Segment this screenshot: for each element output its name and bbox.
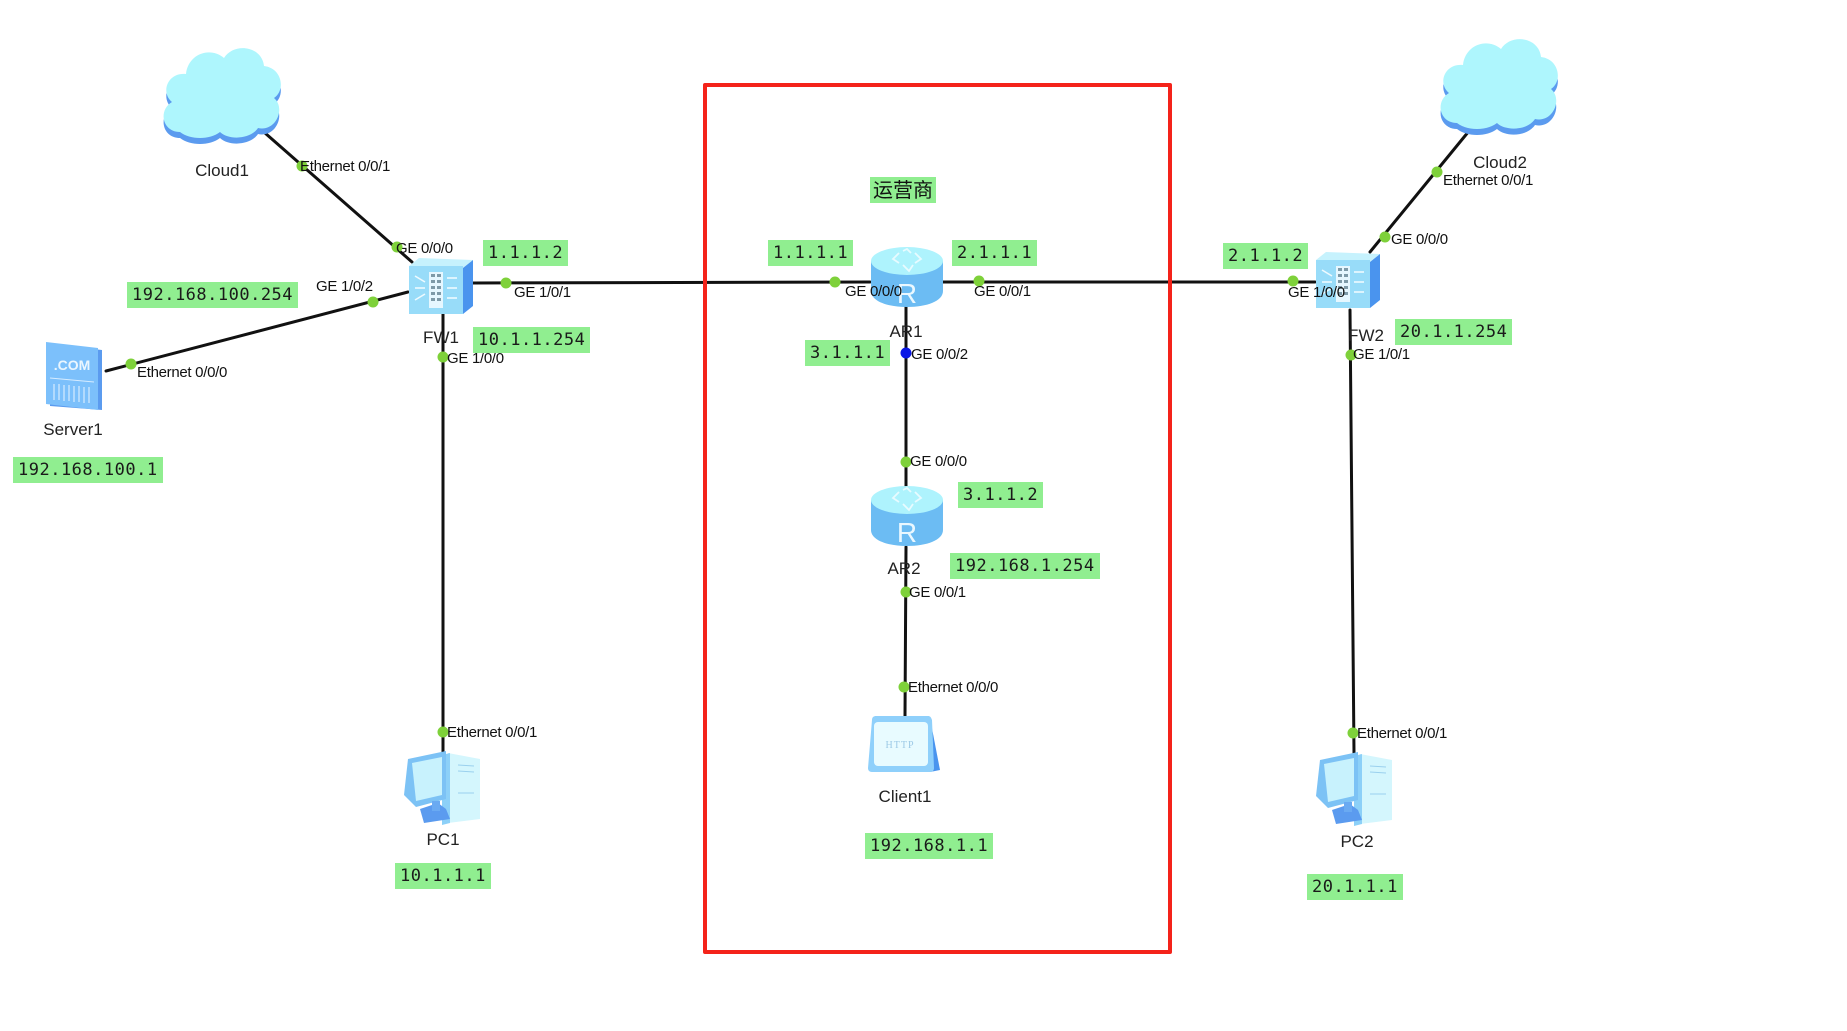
port-status-dot [900,586,912,598]
server1-device[interactable]: .COM [44,340,108,414]
port-label-cloud1-eth001: Ethernet 0/0/1 [300,158,391,175]
router-icon: R [871,247,943,309]
port-label-server1-eth000: Ethernet 0/0/0 [137,364,228,381]
port-status-dot [829,276,841,288]
port-status-dot [437,351,449,363]
pc-icon [1316,752,1392,826]
port-status-dot [437,726,449,738]
link-server1-fw1[interactable] [104,290,410,373]
port-status-dot [1287,275,1299,287]
pc1-label: PC1 [426,830,460,849]
pc2-label: PC2 [1340,832,1374,851]
link-cloud1-fw1[interactable] [263,131,414,264]
port-status-dot [1431,166,1443,178]
port-label-pc1-eth001: Ethernet 0/0/1 [447,724,538,741]
port-status-dot [391,241,403,253]
ip-label-fw2-ge100: 2.1.1.2 [1223,243,1309,269]
port-label-pc2-eth001: Ethernet 0/0/1 [1357,725,1448,742]
ip-label-pc2: 20.1.1.1 [1307,874,1403,900]
ip-label-ar2-ge000: 3.1.1.2 [958,482,1044,508]
cloud2-label: Cloud2 [1473,153,1527,172]
fw1-device[interactable] [407,256,475,316]
svg-text:HTTP: HTTP [886,740,915,751]
dns-server-icon: .COM [46,342,102,410]
isp-zone-title: 运营商 [870,177,936,203]
port-status-dot [125,358,137,370]
router-icon: R [871,486,943,548]
port-status-dot [1379,231,1391,243]
port-status-dot [898,681,910,693]
ar2-label: AR2 [887,559,921,578]
ip-label-client1: 192.168.1.1 [865,833,994,859]
ip-label-pc1: 10.1.1.1 [395,863,491,889]
ar1-label: AR1 [889,322,923,341]
ar1-device[interactable]: R [869,245,945,309]
port-status-dot [296,160,308,172]
port-status-dot [367,296,379,308]
port-status-dot [973,275,985,287]
pc2-device[interactable] [1314,750,1396,830]
pc-icon [404,751,480,825]
port-label-client1-eth000: Ethernet 0/0/0 [908,679,999,696]
ip-label-ar1-ge001: 2.1.1.1 [952,240,1038,266]
ip-label-ar2-ge001: 192.168.1.254 [950,553,1100,579]
port-label-fw2-ge100: GE 1/0/0 [1288,284,1345,301]
http-client-icon: HTTP [868,716,940,772]
ar2-device[interactable]: R [869,484,945,548]
cloud2-device[interactable] [1435,33,1565,139]
cloud1-label: Cloud1 [195,161,249,180]
fw2-label: FW2 [1348,326,1384,345]
port-label-fw1-ge101: GE 1/0/1 [514,284,571,301]
port-label-fw2-ge000: GE 0/0/0 [1391,231,1448,248]
port-status-dot [1345,349,1357,361]
isp-zone-boundary[interactable] [703,83,1172,954]
cloud-icon [163,48,281,144]
ip-label-server1: 192.168.100.1 [13,457,163,483]
ip-label-fw1-ge101: 1.1.1.2 [483,240,569,266]
svg-text:R: R [897,517,917,548]
port-label-fw1-ge100: GE 1/0/0 [447,350,504,367]
ip-label-fw2-ge101: 20.1.1.254 [1395,319,1513,345]
port-status-dot-blue [900,347,912,359]
fw2-device[interactable] [1314,250,1382,310]
cloud1-device[interactable] [158,42,288,148]
port-label-ar1-ge000: GE 0/0/0 [845,283,902,300]
fw1-label: FW1 [423,328,459,347]
firewall-icon [1316,252,1380,308]
pc1-device[interactable] [402,749,484,829]
port-label-fw1-ge000: GE 0/0/0 [396,240,453,257]
port-label-ar1-ge001: GE 0/0/1 [974,283,1031,300]
ip-label-fw1-ge100: 10.1.1.254 [473,327,591,353]
ip-label-ar1-ge000: 1.1.1.1 [768,240,854,266]
client1-label: Client1 [878,787,932,806]
port-label-fw1-ge102: GE 1/0/2 [316,278,373,295]
firewall-icon [409,258,473,314]
port-label-ar2-ge000: GE 0/0/0 [910,453,967,470]
svg-text:R: R [897,278,917,309]
port-label-cloud2-eth001: Ethernet 0/0/1 [1443,172,1534,189]
client1-device[interactable]: HTTP [866,714,942,776]
ip-label-fw1-ge102: 192.168.100.254 [127,282,299,308]
cloud-icon [1440,39,1558,135]
link-fw1-ar1[interactable] [471,280,872,285]
svg-text:.COM: .COM [54,357,91,373]
port-label-ar2-ge001: GE 0/0/1 [909,584,966,601]
port-status-dot [1347,727,1359,739]
link-fw2-pc2[interactable] [1348,308,1356,755]
server1-label: Server1 [43,420,103,439]
port-label-ar1-ge002: GE 0/0/2 [911,346,968,363]
port-label-fw2-ge101: GE 1/0/1 [1353,346,1410,363]
port-status-dot [500,277,512,289]
ip-label-ar1-ge002: 3.1.1.1 [805,340,891,366]
port-status-dot [900,456,912,468]
